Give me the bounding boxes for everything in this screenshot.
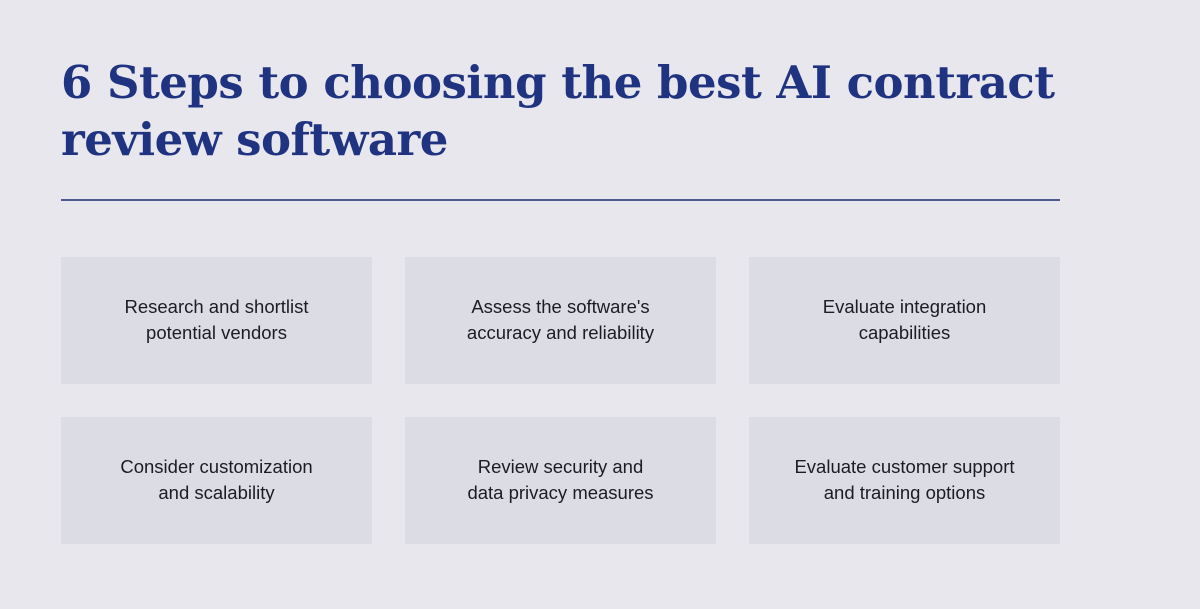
step-label: Assess the software's accuracy and relia… [466,295,655,343]
step-card-3: Evaluate integration capabilities [749,257,1060,384]
step-label: Research and shortlist potential vendors [124,295,309,343]
step-card-4: Consider customization and scalability [61,417,372,544]
step-label: Consider customization and scalability [120,455,313,503]
step-card-6: Evaluate customer support and training o… [749,417,1060,544]
step-card-1: Research and shortlist potential vendors [61,257,372,384]
step-card-2: Assess the software's accuracy and relia… [405,257,716,384]
step-card-5: Review security and data privacy measure… [405,417,716,544]
page-title: 6 Steps to choosing the best AI contract… [61,56,1055,166]
title-divider [61,199,1060,201]
steps-grid: Research and shortlist potential vendors… [61,257,1061,544]
step-label: Evaluate integration capabilities [822,295,987,343]
step-label: Evaluate customer support and training o… [794,455,1015,503]
step-label: Review security and data privacy measure… [467,455,654,503]
